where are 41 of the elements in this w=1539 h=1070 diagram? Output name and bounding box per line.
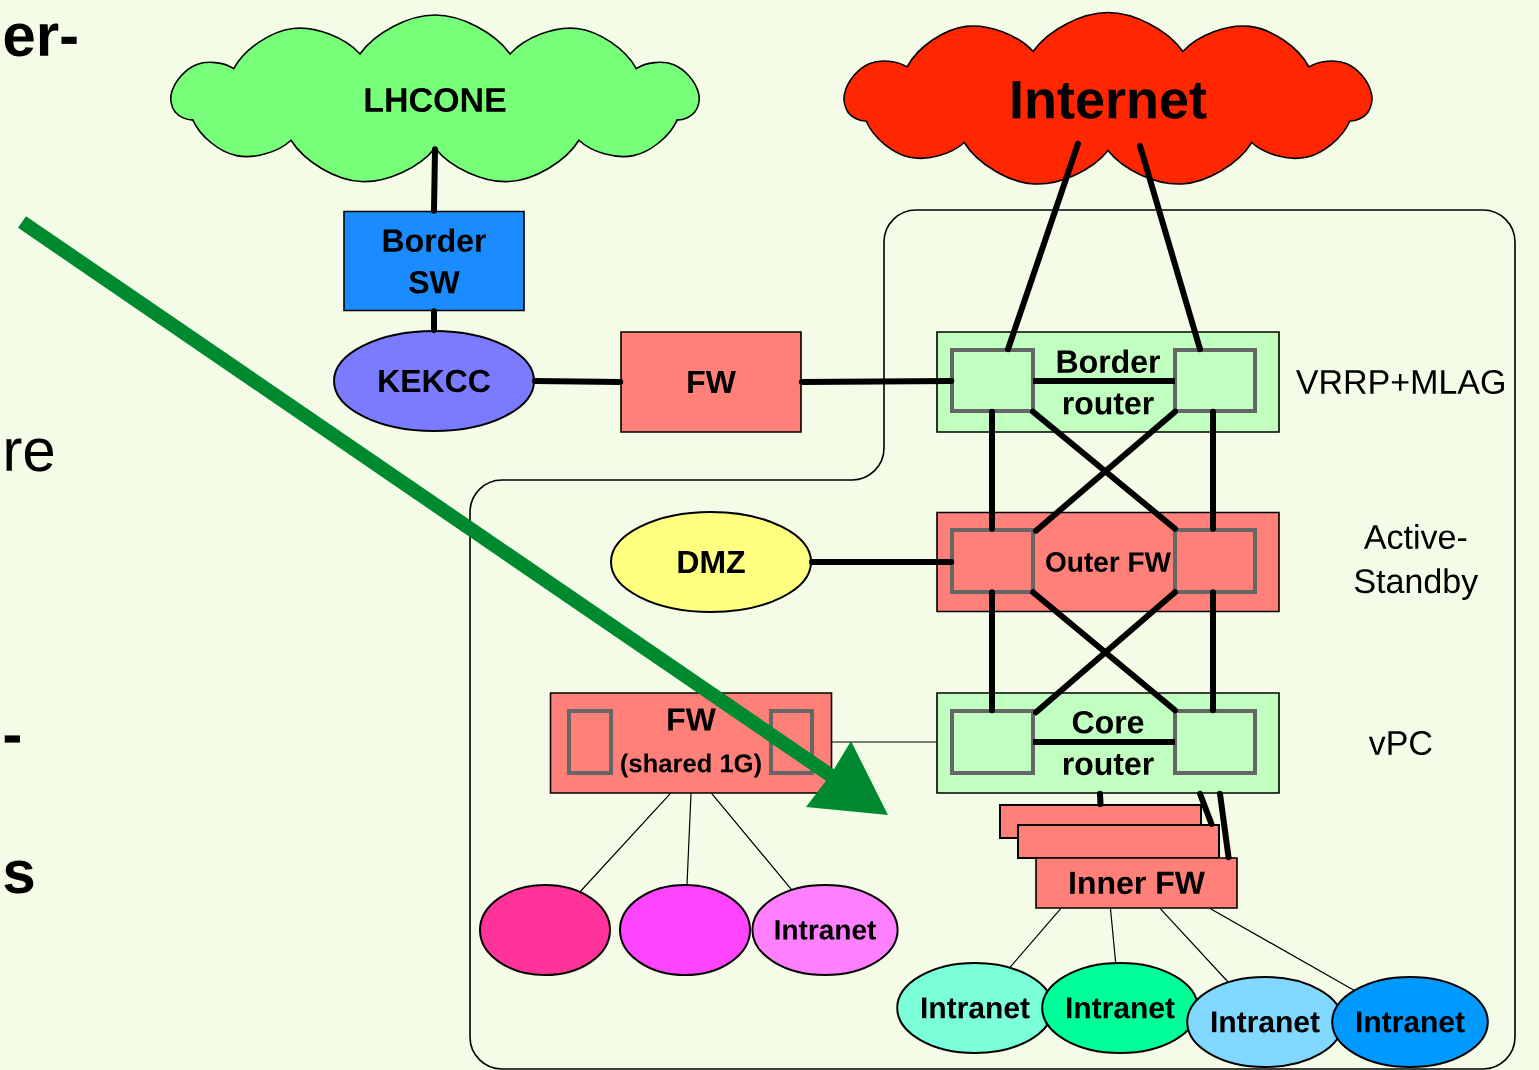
link-line xyxy=(809,559,955,565)
cloud: Internet xyxy=(843,11,1373,185)
link-line xyxy=(1159,908,1229,983)
side-label: vPC xyxy=(1368,730,1432,756)
link-line xyxy=(831,741,937,743)
slide-text-fragment: s xyxy=(4,860,34,894)
router-box: Core router xyxy=(936,692,1280,794)
link-line xyxy=(431,146,438,214)
firewall-box xyxy=(1017,824,1220,859)
network-ellipse xyxy=(479,884,611,976)
link-line xyxy=(1217,790,1232,861)
link-line xyxy=(1210,589,1216,714)
link-line xyxy=(431,308,437,333)
firewall-box: Inner FW xyxy=(1035,857,1238,909)
slide-text-fragment: re xyxy=(6,438,54,472)
link-line xyxy=(686,793,692,885)
switch-box: Border SW xyxy=(343,210,525,312)
link-line xyxy=(1210,408,1216,532)
firewall-box: FW xyxy=(620,331,802,433)
link-line xyxy=(1197,790,1215,827)
link-line xyxy=(1137,142,1203,353)
link-line xyxy=(1009,908,1062,968)
slide-text-fragment: - xyxy=(4,735,20,743)
router-box: Border router xyxy=(936,331,1280,433)
side-label: VRRP+MLAG xyxy=(1295,369,1504,395)
link-line xyxy=(798,378,955,385)
side-label: Active- Standby xyxy=(1354,524,1479,600)
link-line xyxy=(1097,790,1104,807)
cloud: LHCONE xyxy=(170,14,700,183)
link-line xyxy=(711,793,792,890)
network-ellipse xyxy=(619,884,751,976)
slide-text-fragment: er- xyxy=(4,23,77,57)
link-line xyxy=(989,408,995,532)
link-line xyxy=(989,589,995,714)
link-line xyxy=(1109,908,1117,963)
firewall-box: Outer FW xyxy=(936,511,1280,613)
link-line xyxy=(1005,140,1081,353)
firewall-box: FW (shared 1G) xyxy=(549,692,833,794)
link-line xyxy=(532,378,624,385)
link-line xyxy=(579,793,671,892)
link-line xyxy=(1209,908,1355,991)
